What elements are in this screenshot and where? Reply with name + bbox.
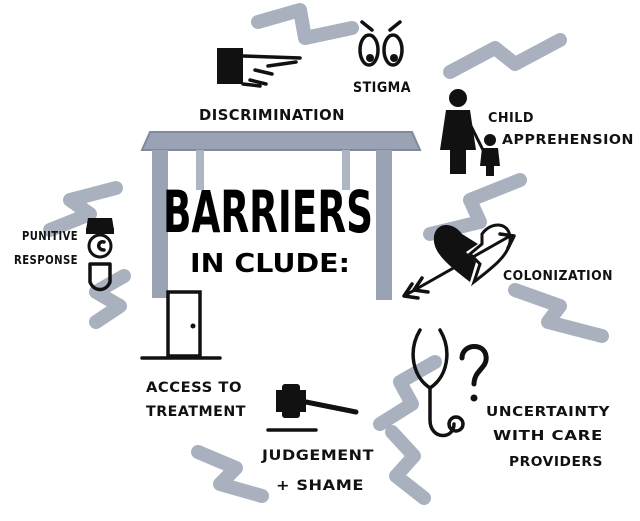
door-icon [140, 290, 222, 360]
zigzag-decorations [43, 3, 609, 505]
judgement-label-2: + SHAME [276, 478, 364, 494]
access-label-1: ACCESS TO [146, 380, 242, 396]
access-label-2: TREATMENT [146, 404, 246, 420]
stigma-label: STIGMA [353, 80, 411, 96]
uncertainty-label-3: PROVIDERS [509, 455, 603, 470]
stethoscope-question-icon [411, 328, 489, 438]
center-title-line2: IN CLUDE: [190, 249, 350, 279]
punitive-label-2: RESPONSE [14, 253, 78, 267]
child-apprehension-label-1: CHILD [488, 111, 534, 126]
barrier-punitive: PUNITIVE RESPONSE [14, 218, 114, 292]
discrimination-label: DISCRIMINATION [199, 106, 345, 124]
uncertainty-label-1: UNCERTAINTY [486, 405, 610, 420]
barrier-access: ACCESS TO TREATMENT [140, 290, 246, 420]
child-apprehension-label-2: APPREHENSION [502, 133, 634, 148]
barrier-judgement: JUDGEMENT + SHAME [261, 384, 374, 494]
gavel-icon [266, 384, 359, 432]
pointing-hand-icon [217, 48, 302, 88]
barrier-stigma: STIGMA [353, 20, 411, 96]
colonization-label: COLONIZATION [503, 269, 613, 284]
table-icon [140, 131, 422, 300]
broken-heart-arrow-icon [402, 223, 516, 300]
parent-child-icon [440, 89, 500, 176]
staring-eyes-icon [358, 20, 404, 67]
barrier-colonization: COLONIZATION [402, 223, 613, 300]
barrier-uncertainty: UNCERTAINTY WITH CARE PROVIDERS [411, 328, 610, 470]
punitive-label-1: PUNITIVE [22, 229, 78, 243]
barrier-child-apprehension: CHILD APPREHENSION [440, 89, 634, 176]
judgement-label-1: JUDGEMENT [261, 448, 374, 464]
police-officer-icon [86, 218, 114, 292]
barrier-discrimination: DISCRIMINATION [199, 48, 345, 124]
uncertainty-label-2: WITH CARE [493, 429, 603, 444]
center-title-line1: BARRIERS [163, 178, 373, 246]
